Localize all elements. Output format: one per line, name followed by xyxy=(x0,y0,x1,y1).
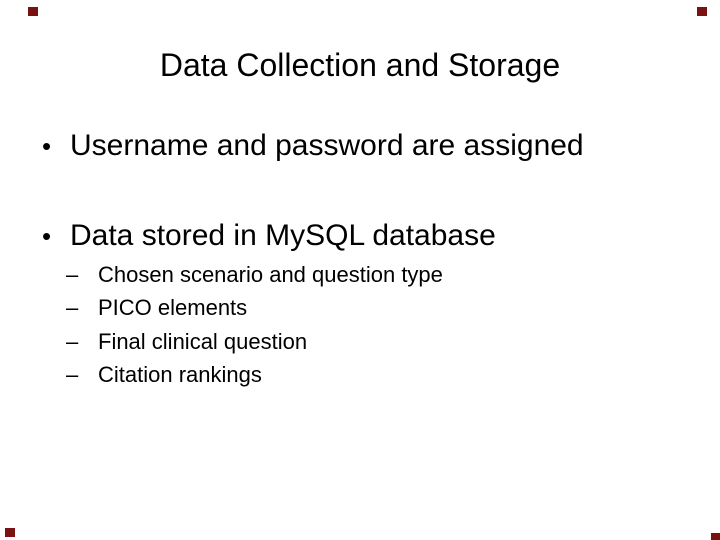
slide-title: Data Collection and Storage xyxy=(159,47,561,83)
bullet-item: • Data stored in MySQL database xyxy=(42,221,496,251)
corner-marker-top-right-icon xyxy=(697,7,707,16)
corner-marker-top-left-icon xyxy=(28,7,38,16)
sub-bullet-text: Citation rankings xyxy=(98,362,262,387)
corner-marker-bottom-right-icon xyxy=(711,533,720,540)
sub-bullet-text: PICO elements xyxy=(98,295,248,320)
sub-bullet-item: – Final clinical question xyxy=(66,331,307,353)
bullet-dot-icon: • xyxy=(42,221,52,251)
bullet-text: Data stored in MySQL database xyxy=(70,219,496,252)
sub-bullet-item: – Chosen scenario and question type xyxy=(66,264,443,286)
bullet-item: • Username and password are assigned xyxy=(42,131,584,161)
dash-icon: – xyxy=(66,262,79,287)
sub-bullet-item: – Citation rankings xyxy=(66,364,262,386)
dash-icon: – xyxy=(66,362,79,387)
bullet-text: Username and password are assigned xyxy=(70,129,584,162)
dash-icon: – xyxy=(66,329,79,354)
dash-icon: – xyxy=(66,295,79,320)
sub-bullet-text: Chosen scenario and question type xyxy=(98,262,443,287)
corner-marker-bottom-left-icon xyxy=(5,528,15,537)
sub-bullet-text: Final clinical question xyxy=(98,329,308,354)
bullet-dot-icon: • xyxy=(42,131,52,161)
sub-bullet-item: – PICO elements xyxy=(66,297,247,319)
